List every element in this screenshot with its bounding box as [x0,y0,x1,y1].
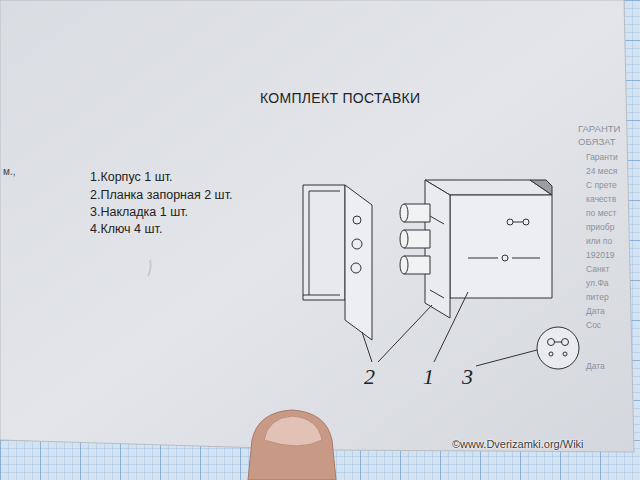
lock-bolts [400,204,430,274]
watermark: ©www.Dverizamki.org/Wiki [452,438,584,451]
sheet-title: КОМПЛЕКТ ПОСТАВКИ [260,90,420,106]
callout-number: 1 [423,364,434,389]
leader-line [434,292,468,362]
strike-side [303,185,345,300]
parts-list-item: 3.Накладка 1 шт. [90,205,188,219]
parts-list-item: 2.Планка запорная 2 шт. [90,188,232,202]
body-faceplate [425,180,450,318]
strike-hole [351,263,361,273]
show-through-text: С прете [586,181,617,191]
leader-line [378,305,432,362]
leader-lines [362,292,537,366]
show-through-text: по мест [586,209,616,219]
escutcheon-screw [563,352,567,356]
leader-line [476,350,537,366]
keyhole [513,222,523,223]
show-through-text: или по [586,237,612,247]
paper-sheet [0,0,634,452]
faceplate-screws [430,216,444,298]
show-through-text: 192019 [586,251,614,261]
show-through-text: качеств [586,195,616,205]
show-through-text: Дата [586,307,605,317]
strike-hole [353,216,361,224]
escutcheon [537,327,579,369]
show-through-text: 24 меся [586,167,617,177]
body-front [450,195,552,298]
show-through-text: Дата [586,362,605,372]
bolt [400,256,408,274]
keyhole [523,219,529,225]
parts-list-item: 1.Корпус 1 шт. [90,170,172,184]
strike-channel [303,191,340,295]
show-through-text: ул.Фа [586,279,609,289]
strike-plate [303,185,372,340]
escutcheon-keyhole [554,342,562,343]
show-through-text: ГАРАНТИ [578,124,620,135]
show-through-text: Сос [586,321,601,331]
strike-face [345,185,372,340]
lock-body [400,180,552,318]
body-slot [468,258,540,259]
show-through-text: питер [586,293,609,303]
show-through-text: приобр [586,223,614,233]
body-screw [502,255,508,261]
show-through-text: ОБЯЗАТ [578,137,616,148]
leader-line [362,332,372,362]
cut-text: м., [3,166,15,178]
bolt [400,204,408,222]
parts-list-item: 4.Ключ 4 шт. [90,222,162,236]
callout-number: 3 [462,364,473,389]
escutcheon-keyhole [548,339,555,346]
show-through-text: Санкт [586,265,609,275]
escutcheon-ring [537,327,579,369]
thumb-skin [248,410,336,480]
escutcheon-keyhole [562,339,569,346]
show-through-text: Гаранти [586,153,618,163]
thumb [248,410,336,480]
keyhole [507,219,513,225]
callout-number: 2 [364,364,375,389]
paper-crease [148,260,151,276]
strike-hole [352,239,362,249]
bolt [400,230,408,248]
body-corner [530,180,552,195]
thumb-nail [264,416,322,446]
escutcheon-screw [549,352,553,356]
